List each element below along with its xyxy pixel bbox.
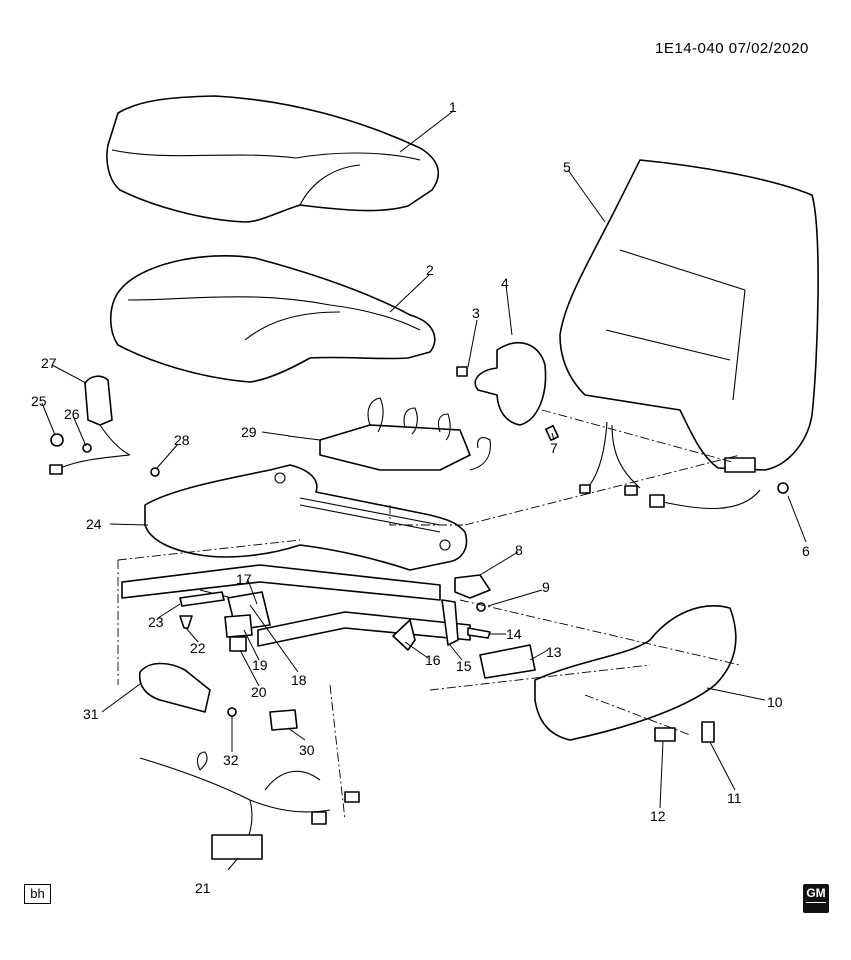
knob-11 <box>701 721 715 743</box>
callout-26: 26 <box>64 406 80 422</box>
callout-21: 21 <box>195 880 211 896</box>
motor-actuator-31 <box>138 662 237 717</box>
seat-suspension-mat <box>287 397 491 471</box>
seat-cushion-pad <box>109 255 436 383</box>
seat-belt-buckle <box>49 375 131 475</box>
clip-20 <box>229 636 247 652</box>
callout-30: 30 <box>299 742 315 758</box>
callout-6: 6 <box>802 543 810 559</box>
illustrator-code-badge: bh <box>24 884 51 904</box>
callout-17: 17 <box>236 571 252 587</box>
callout-25: 25 <box>31 393 47 409</box>
callout-27: 27 <box>41 355 57 371</box>
diagram-reference: 1E14-040 07/02/2020 <box>655 40 809 57</box>
seat-switch-13 <box>479 644 536 679</box>
callout-7: 7 <box>550 440 558 456</box>
callout-10: 10 <box>767 694 783 710</box>
callout-14: 14 <box>506 626 522 642</box>
callout-22: 22 <box>190 640 206 656</box>
bracket-8 <box>454 574 491 599</box>
callout-5: 5 <box>563 159 571 175</box>
callout-9: 9 <box>542 579 550 595</box>
callout-13: 13 <box>546 644 562 660</box>
callout-4: 4 <box>501 275 509 291</box>
knob-12 <box>654 727 676 742</box>
callout-16: 16 <box>425 652 441 668</box>
callout-24: 24 <box>86 516 102 532</box>
callout-2: 2 <box>426 262 434 278</box>
callout-32: 32 <box>223 752 239 768</box>
seat-cushion-cover <box>106 95 440 223</box>
washer-26 <box>82 443 92 453</box>
callout-23: 23 <box>148 614 164 630</box>
callout-31: 31 <box>83 706 99 722</box>
callout-8: 8 <box>515 542 523 558</box>
callout-19: 19 <box>252 657 268 673</box>
seat-adjuster-tracks <box>121 564 471 647</box>
bar-23 <box>179 591 225 607</box>
callout-11: 11 <box>727 790 742 806</box>
bracket-15 <box>441 599 459 646</box>
callout-15: 15 <box>456 658 472 674</box>
assembly-reference-lines <box>117 409 741 821</box>
callout-28: 28 <box>174 432 190 448</box>
callout-1: 1 <box>449 99 457 115</box>
screw-3 <box>456 366 468 377</box>
washer-28 <box>150 467 160 477</box>
seat-back <box>559 159 819 471</box>
callout-20: 20 <box>251 684 267 700</box>
fastener-22 <box>179 615 193 629</box>
callout-labels: 1 2 3 4 5 6 7 8 9 10 11 12 13 14 15 16 1… <box>31 99 810 896</box>
sensor-14 <box>467 627 491 639</box>
bolt-6 <box>777 482 789 494</box>
side-trim-panel <box>534 605 737 741</box>
bracket-16 <box>392 619 416 651</box>
seat-wiring-harness <box>139 751 360 860</box>
clip-30 <box>269 709 298 731</box>
seat-frame <box>144 464 468 571</box>
module-19 <box>224 614 253 638</box>
nut-25 <box>50 433 64 447</box>
leader-lines <box>41 111 807 871</box>
callout-18: 18 <box>291 672 307 688</box>
callout-29: 29 <box>241 424 257 440</box>
side-cover-bracket <box>474 341 547 426</box>
callout-3: 3 <box>472 305 480 321</box>
seat-back-harness <box>579 421 761 510</box>
callout-12: 12 <box>650 808 666 824</box>
gm-logo: GM <box>803 884 829 913</box>
